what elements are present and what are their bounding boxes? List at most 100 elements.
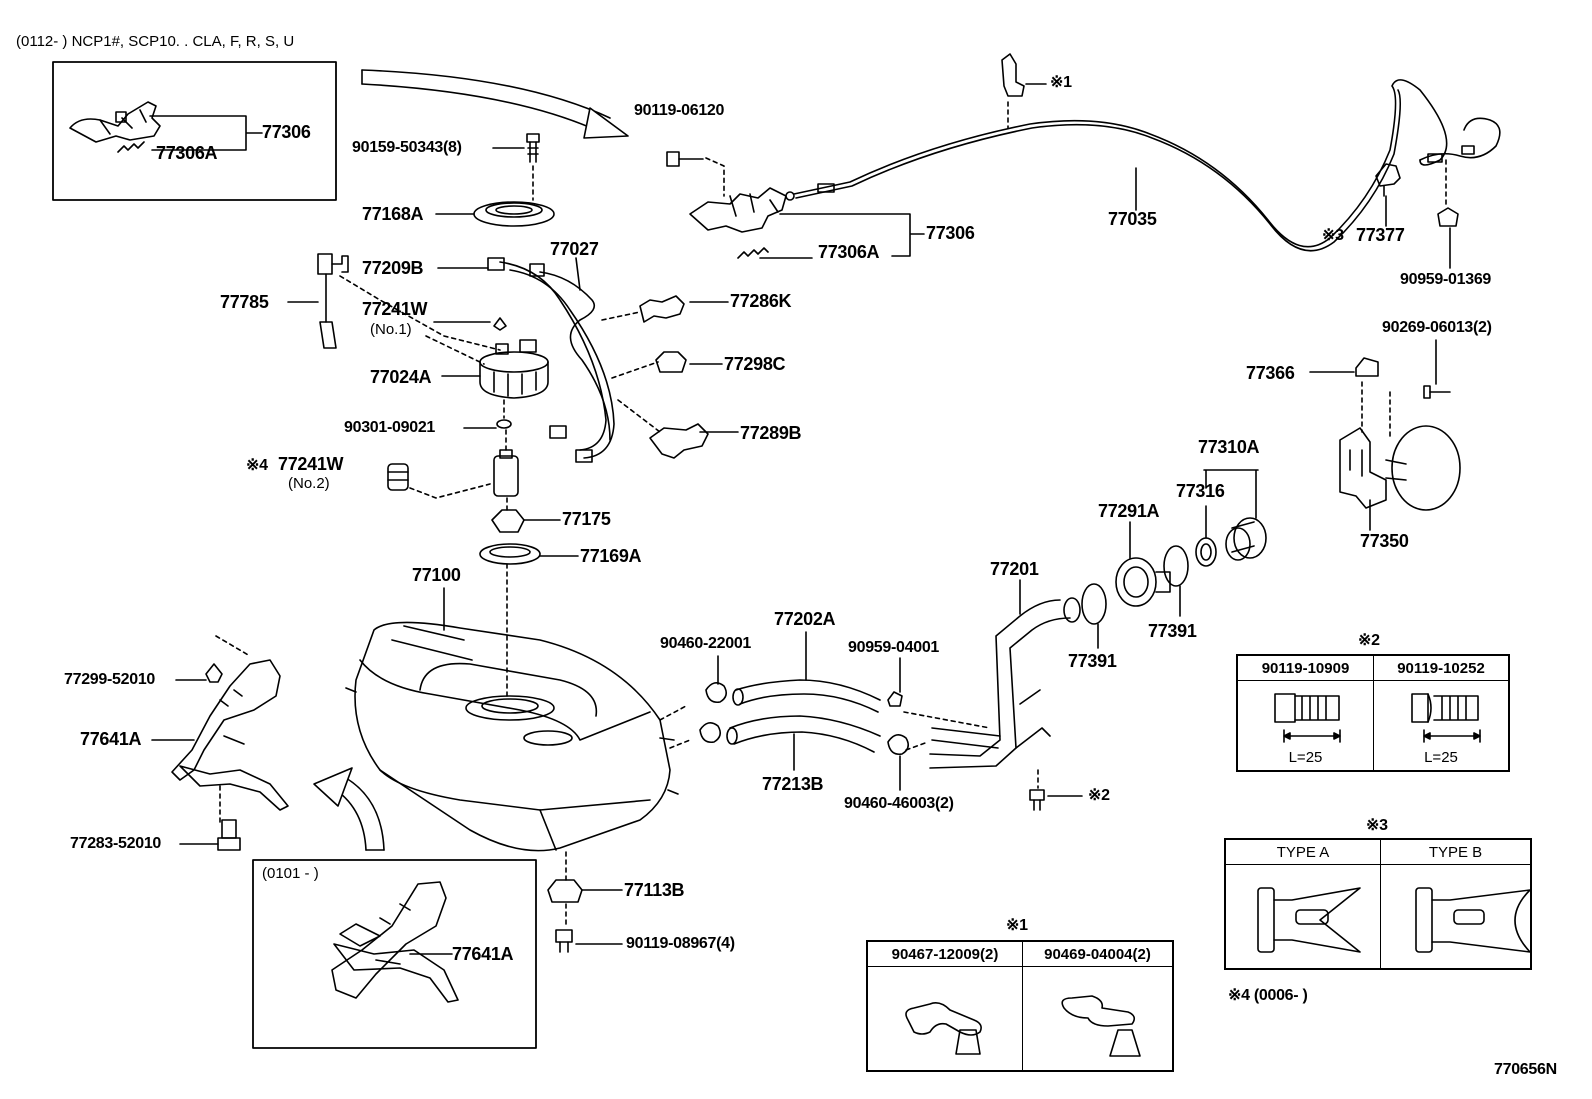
lock-lever-inset-drawing	[69, 101, 161, 153]
label-77209B: 77209B	[362, 258, 424, 278]
gasket-77391-b-drawing	[1163, 545, 1189, 587]
clamp-77298C-drawing	[655, 351, 687, 373]
dash-pump-filter	[425, 335, 485, 365]
label-77291A: 77291A	[1098, 501, 1160, 521]
bolt-90159-drawing	[526, 133, 540, 163]
clamp-90959-04001-drawing	[887, 691, 903, 707]
label-77168A: 77168A	[362, 204, 424, 224]
opener-lock-drawing	[689, 187, 787, 259]
label-77641A: 77641A	[80, 729, 142, 749]
label-90159-50343: 90159-50343(8)	[352, 139, 462, 156]
label-77298C: 77298C	[724, 354, 786, 374]
inset-bottom-label-77641A: 77641A	[452, 944, 514, 964]
label-77377: 77377	[1356, 225, 1405, 245]
label-77027: 77027	[550, 239, 599, 259]
dash-filter2-pump	[409, 483, 491, 499]
dash-hinge-lid	[1361, 381, 1391, 441]
filter-77241W-no2-drawing	[387, 463, 409, 491]
label-77100: 77100	[412, 565, 461, 585]
screw-90269-drawing	[1423, 385, 1451, 399]
table-ref1: 90467-12009(2) 90469-04004(2)	[866, 940, 1174, 1072]
figure-code: 770656N	[1494, 1061, 1557, 1078]
note-ref4: ※4 (0006- )	[1228, 987, 1308, 1004]
inset-box-bottom	[252, 859, 537, 1049]
fuel-filter-77175-drawing	[491, 509, 525, 533]
protector-77641A-drawing	[171, 659, 289, 811]
clip-ref1-top-drawing	[1001, 53, 1025, 97]
label-77241W-no1-sub: (No.1)	[370, 321, 412, 338]
bolt-77283-drawing	[217, 819, 241, 851]
label-90301-09021: 90301-09021	[344, 419, 436, 436]
label-ref1-top: ※1	[1050, 74, 1072, 91]
gasket-77316-drawing	[1195, 537, 1217, 567]
screw-90119-06120-drawing	[666, 151, 704, 167]
fuel-sender-gauge-drawing	[317, 253, 349, 349]
table-ref3: TYPE A TYPE B	[1224, 838, 1532, 970]
dash-hose-filler	[903, 711, 991, 751]
clamp-77286K-drawing	[639, 295, 685, 323]
dash-protector-top	[215, 635, 251, 823]
table-ref1-cell1	[866, 966, 1023, 1072]
label-77113B: 77113B	[624, 880, 685, 900]
gasket-77169A-drawing	[479, 543, 541, 565]
label-90269-06013: 90269-06013(2)	[1382, 319, 1492, 336]
label-77024A: 77024A	[370, 367, 432, 387]
inset-label-77306A: 77306A	[156, 143, 218, 163]
cushion-77113B-drawing	[547, 879, 583, 903]
label-77202A: 77202A	[774, 609, 836, 629]
curved-arrow-bottom	[313, 767, 385, 851]
label-ref3-77377: ※3	[1322, 227, 1344, 244]
label-90119-08967: 90119-08967(4)	[626, 935, 735, 952]
clip-90959-01369-drawing	[1437, 207, 1459, 227]
label-77213B: 77213B	[762, 774, 824, 794]
table-ref3-title: ※3	[1366, 817, 1388, 834]
label-77035: 77035	[1108, 209, 1157, 229]
label-77175: 77175	[562, 509, 611, 529]
table-ref2-title: ※2	[1358, 632, 1380, 649]
label-77316: 77316	[1176, 481, 1225, 501]
dash-tank-hose	[659, 705, 691, 749]
hose-77202A-drawing	[732, 679, 881, 713]
lid-hinge-77366-drawing	[1355, 357, 1379, 377]
clip-77299-drawing	[205, 663, 223, 683]
leader-77306-inset	[149, 115, 263, 151]
label-77289B: 77289B	[740, 423, 802, 443]
hose-77213B-drawing	[726, 715, 881, 753]
fuel-lid-77350-drawing	[1339, 425, 1461, 511]
table-ref2: 90119-10909 90119-10252 L=25 L=25	[1236, 654, 1510, 772]
label-90959-01369: 90959-01369	[1400, 271, 1492, 288]
curved-arrow-top	[361, 69, 629, 139]
table-ref1-cell2	[1022, 966, 1174, 1072]
label-77283-52010: 77283-52010	[70, 835, 162, 852]
label-ref4: ※4	[246, 457, 268, 474]
table-ref3-cell2	[1380, 864, 1532, 970]
fuel-pump-77024A-drawing	[479, 339, 549, 399]
opener-cable-drawing	[785, 79, 1501, 252]
pump-motor-drawing	[493, 449, 519, 497]
table-ref3-col2: TYPE B	[1380, 838, 1532, 865]
table-ref2-dim2: L=25	[1424, 749, 1458, 766]
label-77169A: 77169A	[580, 546, 642, 566]
label-77785: 77785	[220, 292, 269, 312]
filter-77241W-no1-drawing	[493, 317, 507, 331]
label-77391-b: 77391	[1148, 621, 1197, 641]
grommet-90301-drawing	[496, 419, 512, 429]
label-77391-a: 77391	[1068, 651, 1117, 671]
dash-screw-opener	[705, 157, 725, 197]
label-77201: 77201	[990, 559, 1039, 579]
inset-box-top	[52, 61, 337, 201]
fuel-tube-77027-drawing	[487, 257, 615, 463]
ring-77291A-drawing	[1115, 557, 1171, 607]
bolt-ref2-drawing	[1029, 789, 1045, 811]
inset-bottom-range: (0101 - )	[262, 865, 319, 882]
clamp-90460-22001-drawing	[699, 682, 728, 744]
fuel-cap-77310A-drawing	[1225, 517, 1267, 561]
fuel-tank-77100-drawing	[345, 621, 679, 852]
label-77306: 77306	[926, 223, 975, 243]
table-ref2-cell1: L=25	[1236, 680, 1374, 772]
label-77241W-no2-sub: (No.2)	[288, 475, 330, 492]
table-ref2-dim1: L=25	[1288, 749, 1323, 766]
clamp-90460-46003-drawing	[887, 734, 910, 756]
bolt-90119-08967-drawing	[555, 929, 573, 953]
table-ref2-cell2: L=25	[1373, 680, 1510, 772]
